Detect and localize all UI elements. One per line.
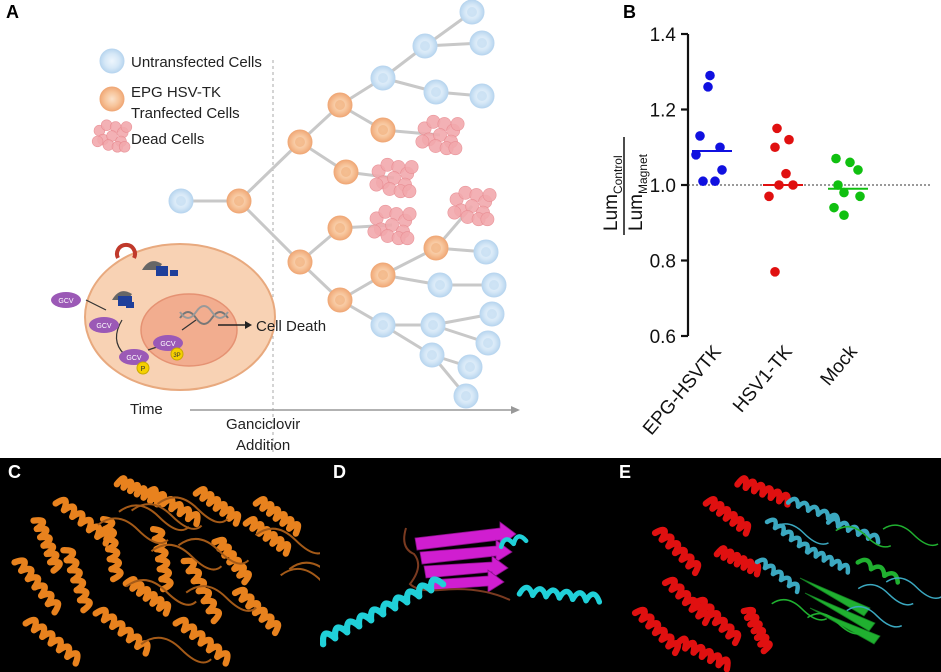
- helix-top: [501, 536, 526, 546]
- dead-cell-cluster: [448, 186, 496, 226]
- structure-panels: C D E: [0, 458, 941, 672]
- ylabel-numerator: LumControl: [601, 155, 625, 231]
- legend-dead-label: Dead Cells: [131, 131, 204, 148]
- dead-cell-cluster: [92, 120, 132, 152]
- protein-structure-d: [320, 458, 620, 672]
- svg-text:3P: 3P: [173, 353, 180, 359]
- ylabel-denominator: LumMagnet: [626, 153, 650, 231]
- data-point: [710, 176, 720, 186]
- data-point: [839, 210, 849, 220]
- nucleus: [141, 294, 237, 366]
- data-point: [703, 82, 713, 92]
- legend: Untransfected Cells EPG HSV-TK Tranfecte…: [92, 49, 262, 152]
- data-point: [717, 165, 727, 175]
- dead-cell-cluster: [368, 205, 416, 245]
- protein-structure-e: [620, 458, 941, 672]
- y-tick-label: 0.8: [650, 252, 676, 273]
- svg-text:GCV: GCV: [126, 355, 142, 362]
- y-axis: [681, 34, 688, 336]
- data-point: [784, 135, 794, 145]
- data-point: [770, 267, 780, 277]
- time-label: Time: [130, 401, 163, 418]
- dead-cell-cluster: [416, 115, 464, 155]
- data-point: [770, 142, 780, 152]
- protein-structure-c: [0, 458, 320, 672]
- legend-transfected-label-1: EPG HSV-TK: [131, 84, 221, 101]
- cell-diagram: GCV GCV GCV P GCV 3P Cell Death: [51, 244, 326, 390]
- x-category-label: HSV1-TK: [729, 341, 797, 416]
- data-point: [845, 158, 855, 168]
- y-tick-labels: 0.6 0.8 1.0 1.2 1.4: [650, 25, 677, 348]
- svg-text:GCV: GCV: [96, 323, 112, 330]
- legend-dead-swatch: [92, 120, 132, 152]
- panel-b-chart: 0.6 0.8 1.0 1.2 1.4 EPG-HSVTKHSV1-TK Mock Lum…: [590, 0, 941, 458]
- data-point: [764, 192, 774, 202]
- data-point: [705, 71, 715, 81]
- data-point: [698, 176, 708, 186]
- data-point: [772, 124, 782, 134]
- data-point: [829, 203, 839, 213]
- panel-a-schematic: Untransfected Cells EPG HSV-TK Tranfecte…: [0, 0, 590, 458]
- x-category-labels: EPG-HSVTKHSV1-TK Mock: [639, 341, 862, 439]
- y-tick-label: 1.0: [650, 176, 676, 197]
- data-point: [855, 192, 865, 202]
- ganciclovir-label-1: Ganciclovir: [226, 416, 300, 433]
- data-point: [781, 169, 791, 179]
- cell-death-label: Cell Death: [256, 318, 326, 335]
- legend-untransfected-swatch: [100, 49, 124, 73]
- dead-cell-cluster: [370, 158, 418, 198]
- data-point: [853, 165, 863, 175]
- svg-text:GCV: GCV: [58, 298, 74, 305]
- helix-left: [323, 579, 443, 644]
- data-point: [695, 131, 705, 141]
- data-points: [691, 71, 865, 277]
- svg-text:GCV: GCV: [160, 341, 176, 348]
- legend-transfected-label-2: Tranfected Cells: [131, 105, 240, 122]
- svg-text:P: P: [141, 366, 146, 373]
- data-point: [831, 154, 841, 164]
- x-category-label: Mock: [817, 341, 863, 390]
- ganciclovir-label-2: Addition: [236, 437, 290, 454]
- blue-block-icon: [156, 266, 168, 276]
- y-tick-label: 1.2: [650, 101, 676, 122]
- y-tick-label: 1.4: [650, 25, 677, 46]
- y-tick-label: 0.6: [650, 327, 676, 348]
- legend-untransfected-label: Untransfected Cells: [131, 54, 262, 71]
- y-axis-label: LumControl LumMagnet: [601, 137, 650, 235]
- x-category-label: EPG-HSVTK: [639, 341, 726, 439]
- helix-right: [519, 587, 599, 602]
- legend-transfected-swatch: [100, 87, 124, 111]
